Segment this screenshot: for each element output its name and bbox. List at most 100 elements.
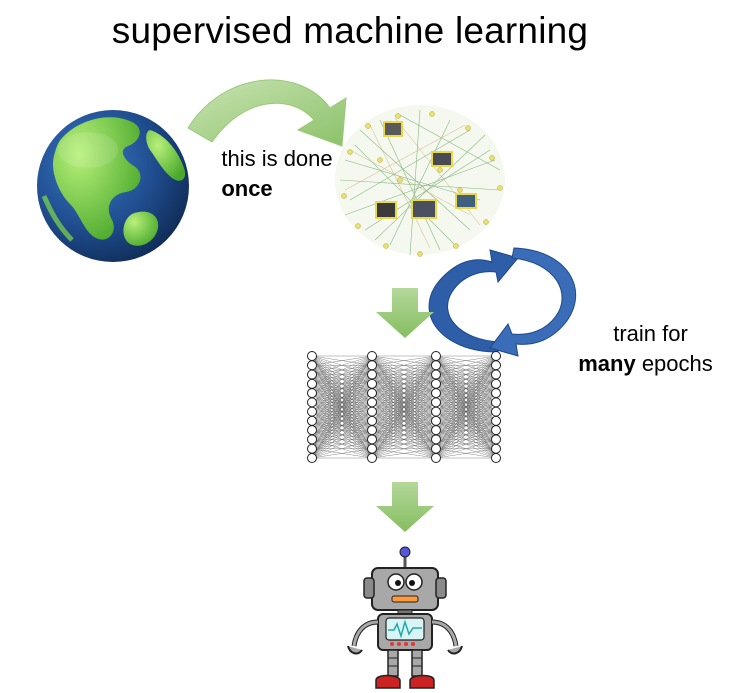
network-node [431,434,441,445]
network-node [307,406,317,417]
network-node [431,397,441,408]
network-node [307,397,317,408]
network-edge [311,355,373,403]
network-node [431,406,441,417]
network-edge [311,411,373,459]
network-edge [371,392,437,459]
network-edge [311,392,373,459]
network-edge [435,355,497,394]
network-edge [311,439,373,459]
network-edge [435,355,497,384]
network-edge [311,374,373,459]
network-node [431,425,441,436]
network-node [367,434,377,445]
network-node [431,369,441,380]
network-node [307,351,317,361]
network-node [491,360,501,371]
network-edge [311,355,373,459]
network-node [367,397,377,408]
network-node [431,378,441,389]
network-node [431,443,441,454]
network-node [307,388,317,399]
network-node [491,351,501,361]
network-edge [435,439,497,459]
network-node [367,351,377,361]
network-edge [371,365,437,459]
network-node [307,360,317,371]
network-edge [371,355,437,459]
epochs-label-rest: epochs [635,351,713,376]
network-edge [311,355,373,449]
network-node [431,415,441,426]
epochs-label: train for many epochs [568,319,733,379]
network-edge [311,355,373,375]
network-edge [311,430,373,459]
network-node [491,388,501,399]
dataset-network-graph-icon [335,105,505,257]
network-edge [435,355,497,431]
network-edge [371,355,437,422]
network-edge [371,355,437,449]
network-node [491,425,501,436]
once-label: this is done once [202,144,352,204]
network-node [431,351,441,361]
globe-icon [37,110,189,262]
network-node [491,378,501,389]
network-node [431,388,441,399]
network-edge [371,439,437,459]
network-node [307,378,317,389]
network-edge [435,448,497,459]
network-edge [371,448,437,459]
network-edge [435,365,497,459]
network-node [367,406,377,417]
network-node [307,434,317,445]
network-edge [371,402,437,459]
network-node [367,443,377,454]
network-node [307,453,317,463]
network-edge [435,355,497,440]
network-edge [371,355,437,412]
network-edge [311,355,373,440]
network-node [491,434,501,445]
network-edge [435,402,497,459]
network-edge [435,355,497,422]
network-node [431,453,441,463]
once-label-bold: once [221,176,273,201]
network-edge [311,365,373,459]
network-edge [435,411,497,459]
network-edge [311,355,373,384]
once-label-line1: this is done [221,146,333,171]
epochs-label-bold: many [578,351,636,376]
network-node [367,388,377,399]
network-node [307,369,317,380]
network-edge [371,430,437,459]
curved-arrow-icon [187,79,347,147]
network-edge [435,383,497,459]
network-node [307,415,317,426]
down-arrow-icon [376,482,434,532]
network-edge [311,355,373,422]
network-edge [435,420,497,459]
network-node [367,425,377,436]
page-title: supervised machine learning [111,10,589,51]
network-edge [311,402,373,459]
network-edge [311,355,373,431]
network-edge [371,355,437,440]
network-edge [311,420,373,459]
network-edge [435,430,497,459]
network-edge [435,355,497,412]
network-node [307,425,317,436]
network-edge [435,392,497,459]
network-edge [435,355,497,366]
network-edge [371,374,437,459]
network-node [491,415,501,426]
network-edge [311,355,373,366]
network-edge [371,355,437,394]
network-edge [311,355,373,394]
network-edge [371,355,437,403]
network-edge [371,355,437,366]
network-edge [435,355,497,449]
down-arrow-icon [376,288,434,338]
epochs-label-line1: train for [613,321,688,346]
